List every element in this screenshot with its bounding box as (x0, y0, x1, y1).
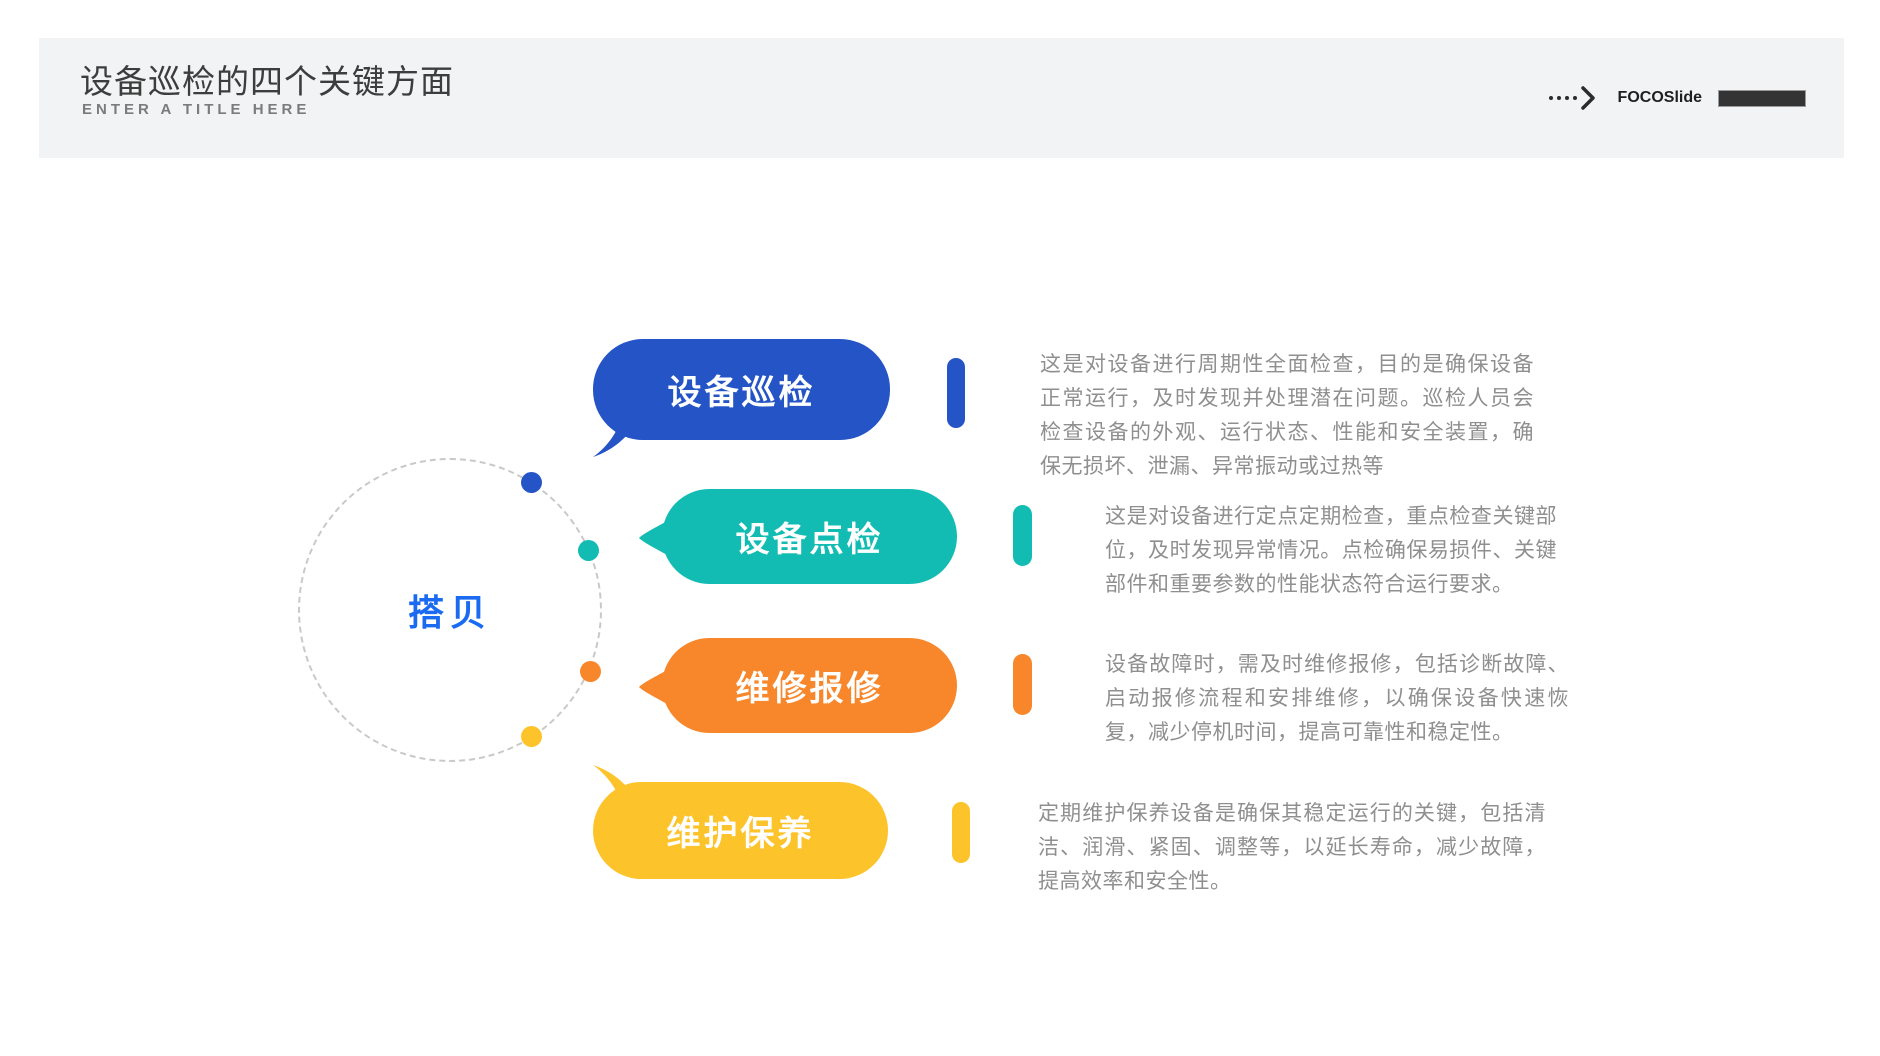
bubble-repair-report: 维修报修 (639, 638, 957, 733)
page-title: 设备巡检的四个关键方面 (80, 63, 454, 100)
bubble-tail (639, 669, 669, 705)
description-1: 这是对设备进行周期性全面检查，目的是确保设备正常运行，及时发现并处理潜在问题。巡… (1040, 353, 1534, 478)
brand-name: FOCOSlide (1617, 89, 1702, 106)
description-3: 设备故障时，需及时维修报修，包括诊断故障、启动报修流程和安排维修，以确保设备快速… (1105, 653, 1569, 744)
brand-bar (1718, 89, 1806, 107)
bubble-label: 维护保养 (666, 815, 815, 853)
brand-group: FOCOSlide (1548, 38, 1806, 158)
header-band: 设备巡检的四个关键方面 ENTER A TITLE HERE FOCOSlide (39, 38, 1844, 158)
dotted-arrow-icon (1548, 86, 1596, 110)
accent-pill-1 (947, 358, 965, 428)
bubble-maintenance: 维护保养 (593, 765, 888, 879)
description-4: 定期维护保养设备是确保其稳定运行的关键，包括清洁、润滑、紧固、调整等，以延长寿命… (1038, 802, 1546, 893)
accent-pill-2 (1013, 505, 1032, 566)
bubble-label: 设备点检 (735, 521, 884, 559)
bubble-tail (639, 520, 669, 556)
hub-circle: 搭贝 (298, 458, 602, 762)
bubble-equipment-patrol: 设备巡检 (593, 339, 890, 457)
bubble-label: 维修报修 (735, 670, 884, 708)
bubble-tail (593, 765, 637, 803)
page-subtitle: ENTER A TITLE HERE (82, 101, 311, 118)
accent-pill-3 (1013, 654, 1032, 715)
bubble-spot-check: 设备点检 (639, 489, 957, 584)
node-dot-2 (578, 540, 599, 561)
bubble-label: 设备巡检 (667, 374, 816, 412)
node-dot-4 (521, 726, 542, 747)
bubble-tail (593, 419, 637, 457)
description-2: 这是对设备进行定点定期检查，重点检查关键部位，及时发现异常情况。点检确保易损件、… (1105, 505, 1557, 596)
accent-pill-4 (952, 802, 970, 863)
hub-logo-text: 搭贝 (407, 592, 492, 633)
node-dot-3 (580, 661, 601, 682)
node-dot-1 (521, 472, 542, 493)
